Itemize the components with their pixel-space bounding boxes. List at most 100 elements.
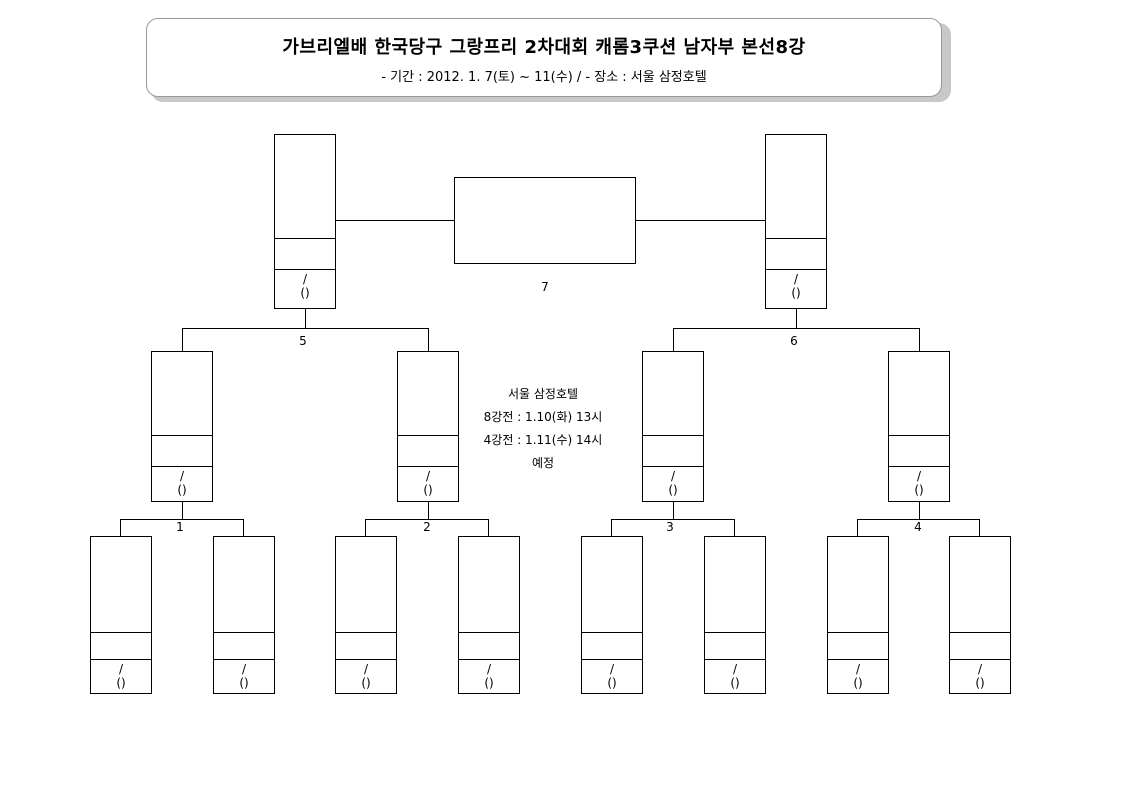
score-parens: () <box>607 676 617 690</box>
bracket-connector <box>979 519 980 536</box>
bracket-connector <box>182 328 429 329</box>
score-parens: () <box>668 483 678 497</box>
bracket-connector <box>120 519 244 520</box>
score-parens: () <box>484 676 494 690</box>
player-box-divider <box>643 435 703 436</box>
bracket-connector <box>305 309 306 328</box>
bracket-connector <box>636 220 765 221</box>
quarterfinal-player-box: /() <box>335 536 397 694</box>
bracket-connector <box>488 519 489 536</box>
bracket-connector <box>673 328 674 351</box>
quarterfinal-player-box: /() <box>581 536 643 694</box>
player-box-divider <box>214 659 274 660</box>
score-slash: / <box>670 469 676 483</box>
quarterfinal-player-box: /() <box>90 536 152 694</box>
player-box-divider <box>91 632 151 633</box>
player-box-divider <box>766 269 826 270</box>
player-box-divider <box>91 659 151 660</box>
bracket-connector <box>120 519 121 536</box>
score-parens: () <box>730 676 740 690</box>
bracket-connector <box>857 519 858 536</box>
title-banner: 가브리엘배 한국당구 그랑프리 2차대회 캐롬3쿠션 남자부 본선8강 - 기간… <box>146 18 942 97</box>
score-slash: / <box>302 272 308 286</box>
score-parens: () <box>300 286 310 300</box>
score-parens: () <box>975 676 985 690</box>
score-parens: () <box>791 286 801 300</box>
semifinal-schedule: 4강전 : 1.11(수) 14시 <box>483 433 603 447</box>
match-number-3: 3 <box>666 520 674 534</box>
bracket-connector <box>734 519 735 536</box>
player-box-divider <box>152 435 212 436</box>
match-number-7: 7 <box>541 280 549 294</box>
bracket-connector <box>857 519 980 520</box>
bracket-connector <box>673 502 674 519</box>
score-parens: () <box>361 676 371 690</box>
player-box-divider <box>336 632 396 633</box>
player-box-divider <box>152 466 212 467</box>
quarterfinal-player-box: /() <box>458 536 520 694</box>
score-slash: / <box>732 662 738 676</box>
score-parens: () <box>423 483 433 497</box>
player-box-divider <box>766 238 826 239</box>
bracket-connector <box>919 328 920 351</box>
schedule-note: 예정 <box>531 456 555 470</box>
quarterfinal-player-box: /() <box>827 536 889 694</box>
score-slash: / <box>118 662 124 676</box>
match-number-1: 1 <box>176 520 184 534</box>
score-parens: () <box>177 483 187 497</box>
player-box-divider <box>582 659 642 660</box>
score-parens: () <box>239 676 249 690</box>
quarterfinal-player-box: /() <box>949 536 1011 694</box>
bracket-connector <box>428 328 429 351</box>
quarterfinal-schedule: 8강전 : 1.10(화) 13시 <box>483 410 603 424</box>
player-box-divider <box>398 466 458 467</box>
quarterfinal-player-box: /() <box>213 536 275 694</box>
bracket-connector <box>428 502 429 519</box>
semifinal-player-box: /() <box>888 351 950 502</box>
player-box-divider <box>643 466 703 467</box>
schedule-info: 서울 삼정호텔 8강전 : 1.10(화) 13시 4강전 : 1.11(수) … <box>468 383 618 475</box>
quarterfinal-player-box: /() <box>704 536 766 694</box>
score-slash: / <box>241 662 247 676</box>
semifinal-player-box: /() <box>397 351 459 502</box>
player-box-divider <box>889 466 949 467</box>
player-box-divider <box>214 632 274 633</box>
bracket-connector <box>365 519 366 536</box>
bracket-connector <box>243 519 244 536</box>
final-match-box <box>454 177 636 264</box>
player-box-divider <box>459 659 519 660</box>
match-number-4: 4 <box>914 520 922 534</box>
score-slash: / <box>609 662 615 676</box>
score-slash: / <box>793 272 799 286</box>
finalist-player-box: /() <box>274 134 336 309</box>
player-box-divider <box>459 632 519 633</box>
bracket-connector <box>919 502 920 519</box>
bracket-connector <box>336 220 454 221</box>
player-box-divider <box>828 632 888 633</box>
semifinal-player-box: /() <box>151 351 213 502</box>
player-box-divider <box>889 435 949 436</box>
bracket-connector <box>182 328 183 351</box>
score-slash: / <box>486 662 492 676</box>
match-number-6: 6 <box>790 334 798 348</box>
match-number-5: 5 <box>299 334 307 348</box>
player-box-divider <box>275 238 335 239</box>
score-parens: () <box>853 676 863 690</box>
bracket-connector <box>182 502 183 519</box>
score-slash: / <box>916 469 922 483</box>
bracket-connector <box>673 328 920 329</box>
finalist-player-box: /() <box>765 134 827 309</box>
score-slash: / <box>179 469 185 483</box>
bracket-connector <box>611 519 735 520</box>
bracket-connector <box>796 309 797 328</box>
score-slash: / <box>977 662 983 676</box>
player-box-divider <box>398 435 458 436</box>
bracket-connector <box>611 519 612 536</box>
semifinal-player-box: /() <box>642 351 704 502</box>
player-box-divider <box>336 659 396 660</box>
score-parens: () <box>914 483 924 497</box>
score-parens: () <box>116 676 126 690</box>
match-number-2: 2 <box>423 520 431 534</box>
player-box-divider <box>950 659 1010 660</box>
venue-text: 서울 삼정호텔 <box>507 387 579 401</box>
